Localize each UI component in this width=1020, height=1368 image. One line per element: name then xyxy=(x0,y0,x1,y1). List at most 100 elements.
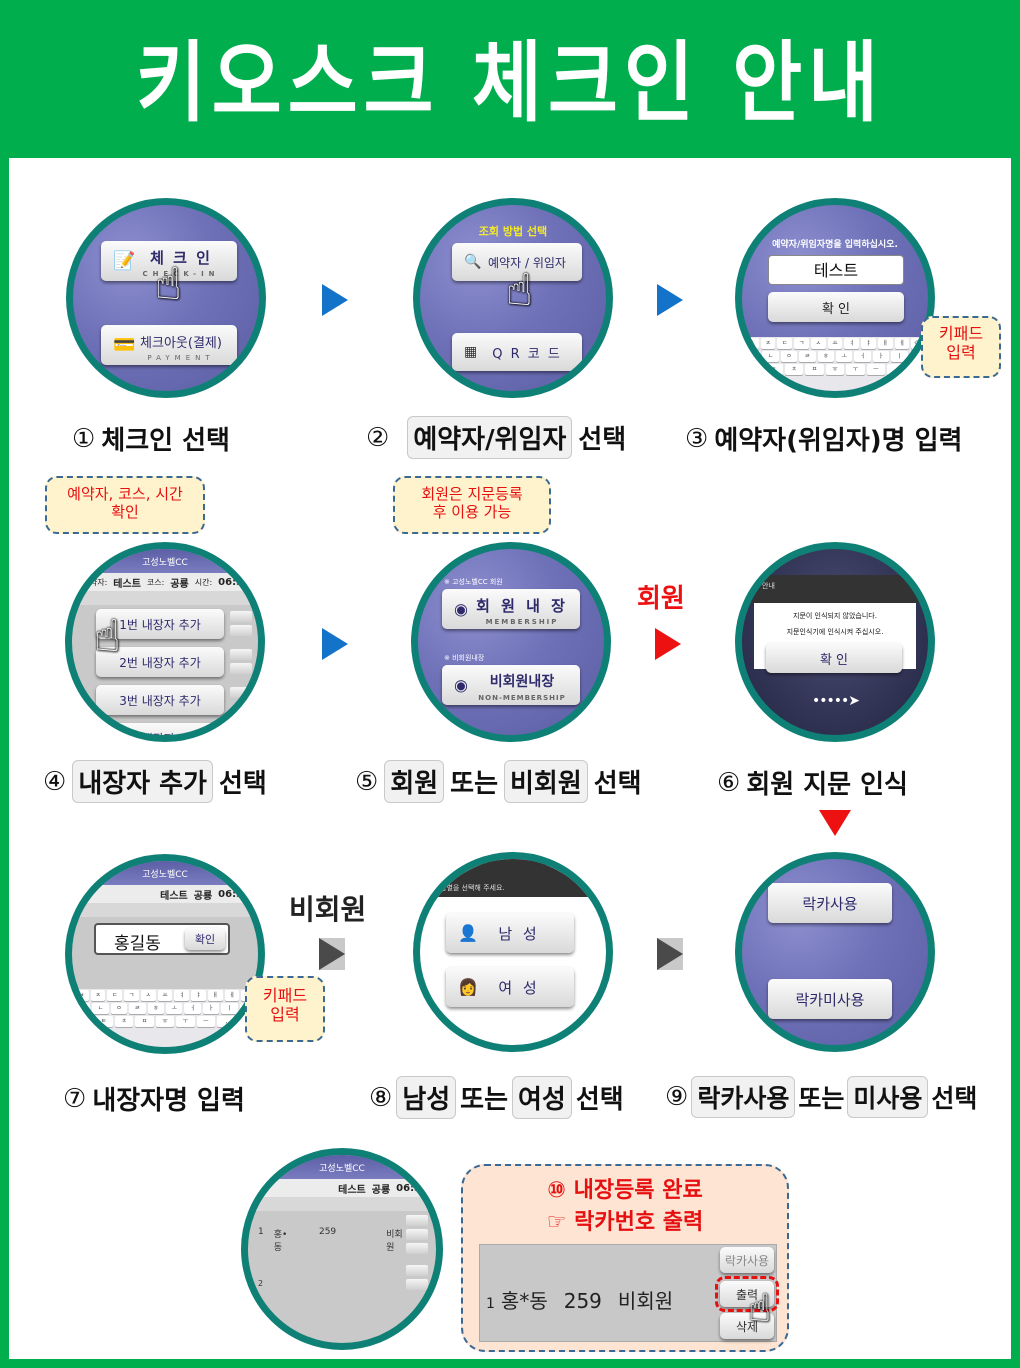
keyboard-key[interactable]: ㅐ xyxy=(877,338,893,349)
add-guest-3-button[interactable]: 3번 내장자 추가 xyxy=(96,685,224,715)
keyboard-key[interactable]: ㅅ xyxy=(140,990,156,1001)
keyboard-key[interactable]: ㄴ xyxy=(762,351,779,362)
keyboard-key[interactable]: ㅐ xyxy=(207,990,223,1001)
nonmember-button[interactable]: ◉ 비회원내장 NON-MEMBERSHIP xyxy=(442,665,580,705)
arrow-right-icon xyxy=(655,628,681,660)
locker-no-use-button[interactable]: 락카미사용 xyxy=(768,979,892,1019)
keyboard-key[interactable]: ㄴ xyxy=(92,1003,109,1014)
confirm-button[interactable]: 확 인 xyxy=(768,292,904,322)
keyboard-key[interactable]: ㄹ xyxy=(129,1003,146,1014)
keyboard-key[interactable]: ㅇ xyxy=(110,1003,128,1014)
keypad-callout: 키패드 입력 xyxy=(921,316,1001,378)
keyboard-key[interactable]: ㅗ xyxy=(166,1003,183,1014)
keyboard-key[interactable]: , xyxy=(217,1016,236,1027)
keyboard-key[interactable]: ㄷ xyxy=(777,338,793,349)
locker-use-button[interactable]: 락카사용 xyxy=(720,1247,774,1273)
keyboard-key[interactable]: ㅎ xyxy=(817,351,835,362)
locker-use-button[interactable]: 락카사용 xyxy=(768,883,892,923)
side-button[interactable] xyxy=(230,663,252,674)
step7-screen: 고성노벨CC 테스트 공룡 06:35 홍길동 확인 ㅂㅈㄷㄱㅅㅛㅕㅑㅐㅔ⌫ ㅁ… xyxy=(65,854,265,1054)
arrow-right-icon xyxy=(319,938,345,970)
keyboard-key[interactable]: ㄹ xyxy=(799,351,816,362)
keyboard-key[interactable]: ㄱ xyxy=(794,338,809,349)
side-button[interactable] xyxy=(230,687,252,698)
keyboard-key[interactable]: ㅛ xyxy=(827,338,843,349)
side-button[interactable] xyxy=(230,625,252,636)
keyboard-key[interactable]: ㅕ xyxy=(174,990,190,1001)
keyboard-key[interactable]: . xyxy=(907,364,926,375)
keyboard-key[interactable]: ㅓ xyxy=(854,351,871,362)
keyboard-key[interactable]: ㅋ xyxy=(744,364,763,375)
side-button[interactable] xyxy=(406,1215,428,1226)
keyboard-key[interactable]: ㅑ xyxy=(191,990,206,1001)
keyboard-key[interactable]: ㅗ xyxy=(836,351,853,362)
column-header xyxy=(72,591,258,605)
qr-code-button[interactable]: ▦ Q R 코 드 xyxy=(452,333,582,371)
add-guest-4-button[interactable]: 4번 내장자 추가 xyxy=(96,723,224,735)
keyboard-key[interactable]: ㅕ xyxy=(844,338,860,349)
keyboard-key[interactable]: ㅍ xyxy=(135,1016,154,1027)
side-button[interactable] xyxy=(230,649,252,660)
keyboard-key[interactable]: ㅛ xyxy=(157,990,173,1001)
confirm-button[interactable]: 확 인 xyxy=(766,643,902,673)
keyboard-key[interactable]: ㅌ xyxy=(764,364,783,375)
keyboard-key[interactable]: ㅂ xyxy=(744,338,759,349)
hand-pointer-icon: ☝ xyxy=(748,1286,772,1330)
male-button[interactable]: 👤 남 성 xyxy=(446,913,574,953)
keyboard-key[interactable]: ㅊ xyxy=(114,1016,134,1027)
keyboard-key[interactable]: ㅎ xyxy=(147,1003,165,1014)
keyboard-key[interactable]: ㅠ xyxy=(155,1016,175,1027)
side-button[interactable] xyxy=(406,1279,428,1290)
keyboard-key[interactable]: ㅡ xyxy=(196,1016,216,1027)
keyboard-key[interactable]: ' xyxy=(909,351,927,362)
checkin-button[interactable]: 📝 체 크 인 CHECK-IN xyxy=(101,241,237,281)
reserver-name-input[interactable]: 테스트 xyxy=(768,255,904,285)
delete-button[interactable]: 삭제 xyxy=(720,1313,774,1339)
keyboard-key[interactable]: ㅣ xyxy=(891,351,908,362)
keyboard-key[interactable]: ㅑ xyxy=(861,338,876,349)
side-button[interactable] xyxy=(406,1265,428,1276)
keyboard-key[interactable]: ㅓ xyxy=(184,1003,201,1014)
keyboard-key[interactable]: ㅜ xyxy=(846,364,865,375)
keyboard-key[interactable]: ㅊ xyxy=(784,364,804,375)
club-logo: 고성노벨CC xyxy=(248,1155,436,1179)
confirm-button[interactable]: 확인 xyxy=(185,928,225,950)
keyboard-key[interactable]: ㅍ xyxy=(805,364,824,375)
keyboard-key[interactable]: ⌫ xyxy=(911,338,927,349)
keyboard-key[interactable]: ㅏ xyxy=(202,1003,220,1014)
nonmember-branch-label: 비회원 xyxy=(289,893,367,926)
keyboard-key[interactable]: ㅔ xyxy=(894,338,910,349)
keyboard-key[interactable]: , xyxy=(887,364,906,375)
keyboard-key[interactable]: ㅇ xyxy=(780,351,798,362)
print-locker-note: ☞ 락카번호 출력 xyxy=(546,1210,704,1235)
print-button[interactable] xyxy=(406,1229,428,1240)
side-button[interactable] xyxy=(230,611,252,622)
member-button[interactable]: ◉ 회 원 내 장 MEMBERSHIP xyxy=(442,589,580,629)
keyboard-key[interactable]: ㅈ xyxy=(760,338,776,349)
keyboard-key[interactable]: ㅈ xyxy=(90,990,106,1001)
add-guest-2-button[interactable]: 2번 내장자 추가 xyxy=(96,647,224,677)
keyboard-key[interactable]: ㅁ xyxy=(744,351,761,362)
keyboard-key[interactable]: ㅡ xyxy=(866,364,886,375)
keyboard-key[interactable]: ㅁ xyxy=(74,1003,91,1014)
keyboard-key[interactable]: ㅠ xyxy=(825,364,845,375)
reserver-button[interactable]: 🔍 예약자 / 위임자 xyxy=(452,243,582,281)
step8-caption: ⑧ 남성 또는 여성 선택 xyxy=(369,1076,624,1119)
keyboard-key[interactable]: ㅌ xyxy=(94,1016,113,1027)
checkout-button[interactable]: 💳 체크아웃(결제) PAYMENT xyxy=(101,325,237,365)
guest-name-input[interactable]: 홍길동 확인 xyxy=(94,923,230,955)
keyboard-key[interactable]: ㅂ xyxy=(74,990,89,1001)
keyboard-key[interactable]: ㅏ xyxy=(872,351,890,362)
print-button[interactable]: 출력 xyxy=(715,1276,779,1312)
add-guest-1-button[interactable]: 1번 내장자 추가 xyxy=(96,609,224,639)
delete-button[interactable] xyxy=(406,1243,428,1254)
keyboard-key[interactable]: ㅜ xyxy=(176,1016,195,1027)
keyboard-key[interactable]: ㅋ xyxy=(74,1016,93,1027)
step8-screen: 성별을 선택해 주세요. 👤 남 성 👩 여 성 xyxy=(413,852,613,1052)
keyboard-key[interactable]: ㅣ xyxy=(221,1003,238,1014)
keyboard-key[interactable]: ㄱ xyxy=(124,990,139,1001)
keyboard-key[interactable]: ㄷ xyxy=(107,990,123,1001)
keyboard-key[interactable]: ㅅ xyxy=(810,338,826,349)
keyboard-key[interactable]: ㅔ xyxy=(224,990,240,1001)
female-button[interactable]: 👩 여 성 xyxy=(446,967,574,1007)
